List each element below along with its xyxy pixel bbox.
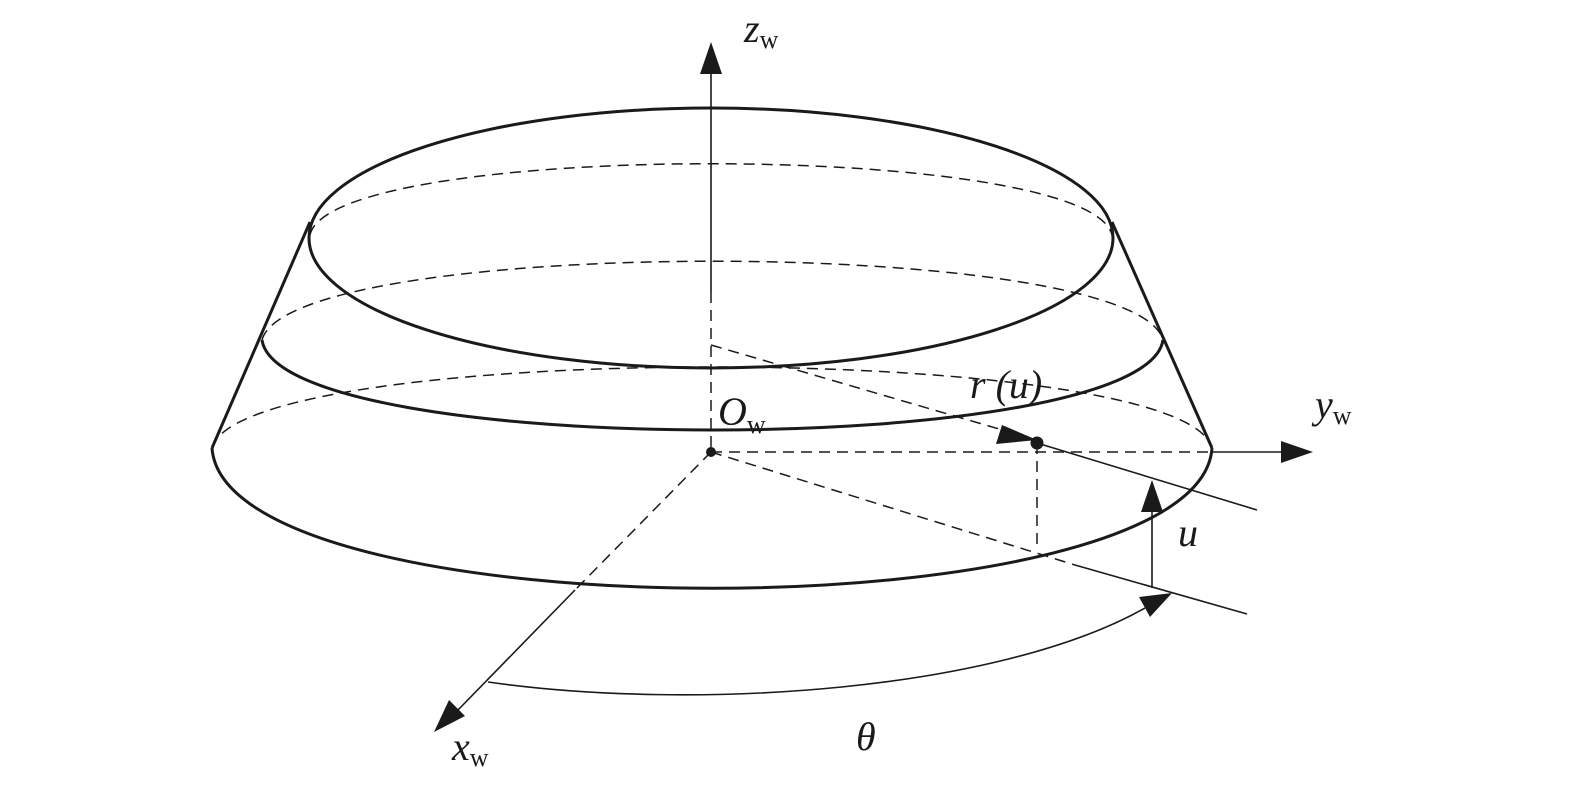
y-axis-arrowhead: [1281, 441, 1313, 463]
radius-label: r (u): [970, 362, 1042, 407]
x-axis-hidden-segment: [574, 451, 712, 591]
z-axis-label: zw: [743, 6, 779, 54]
middle-front-arc: [260, 339, 1165, 432]
x-axis-arrowhead: [434, 700, 465, 732]
middle-back-hidden-arc: [261, 260, 1164, 341]
left-slant-side: [210, 221, 312, 449]
radius-arrowhead: [996, 425, 1037, 444]
theta-arc-arrowhead: [1139, 593, 1172, 617]
y-axis-label: yw: [1311, 382, 1352, 430]
x-axis-label: xw: [451, 724, 489, 772]
bottom-back-hidden-arc: [211, 366, 1213, 449]
radius-dashed-line: [710, 344, 1031, 439]
u-height-arrowhead: [1141, 480, 1163, 512]
z-axis-arrowhead: [700, 42, 722, 74]
theta-angle-arc: [487, 607, 1146, 696]
origin-label: Ow: [718, 389, 766, 439]
base-radius-dashed-line: [710, 451, 1076, 566]
right-slant-side: [1110, 221, 1214, 449]
base-radius-guide-line: [1074, 564, 1248, 615]
height-u-label: u: [1178, 510, 1198, 555]
x-axis-line: [457, 589, 576, 711]
theta-label: θ: [856, 714, 876, 759]
tangent-guide-line: [1036, 442, 1258, 511]
bottom-front-arc: [210, 447, 1214, 590]
